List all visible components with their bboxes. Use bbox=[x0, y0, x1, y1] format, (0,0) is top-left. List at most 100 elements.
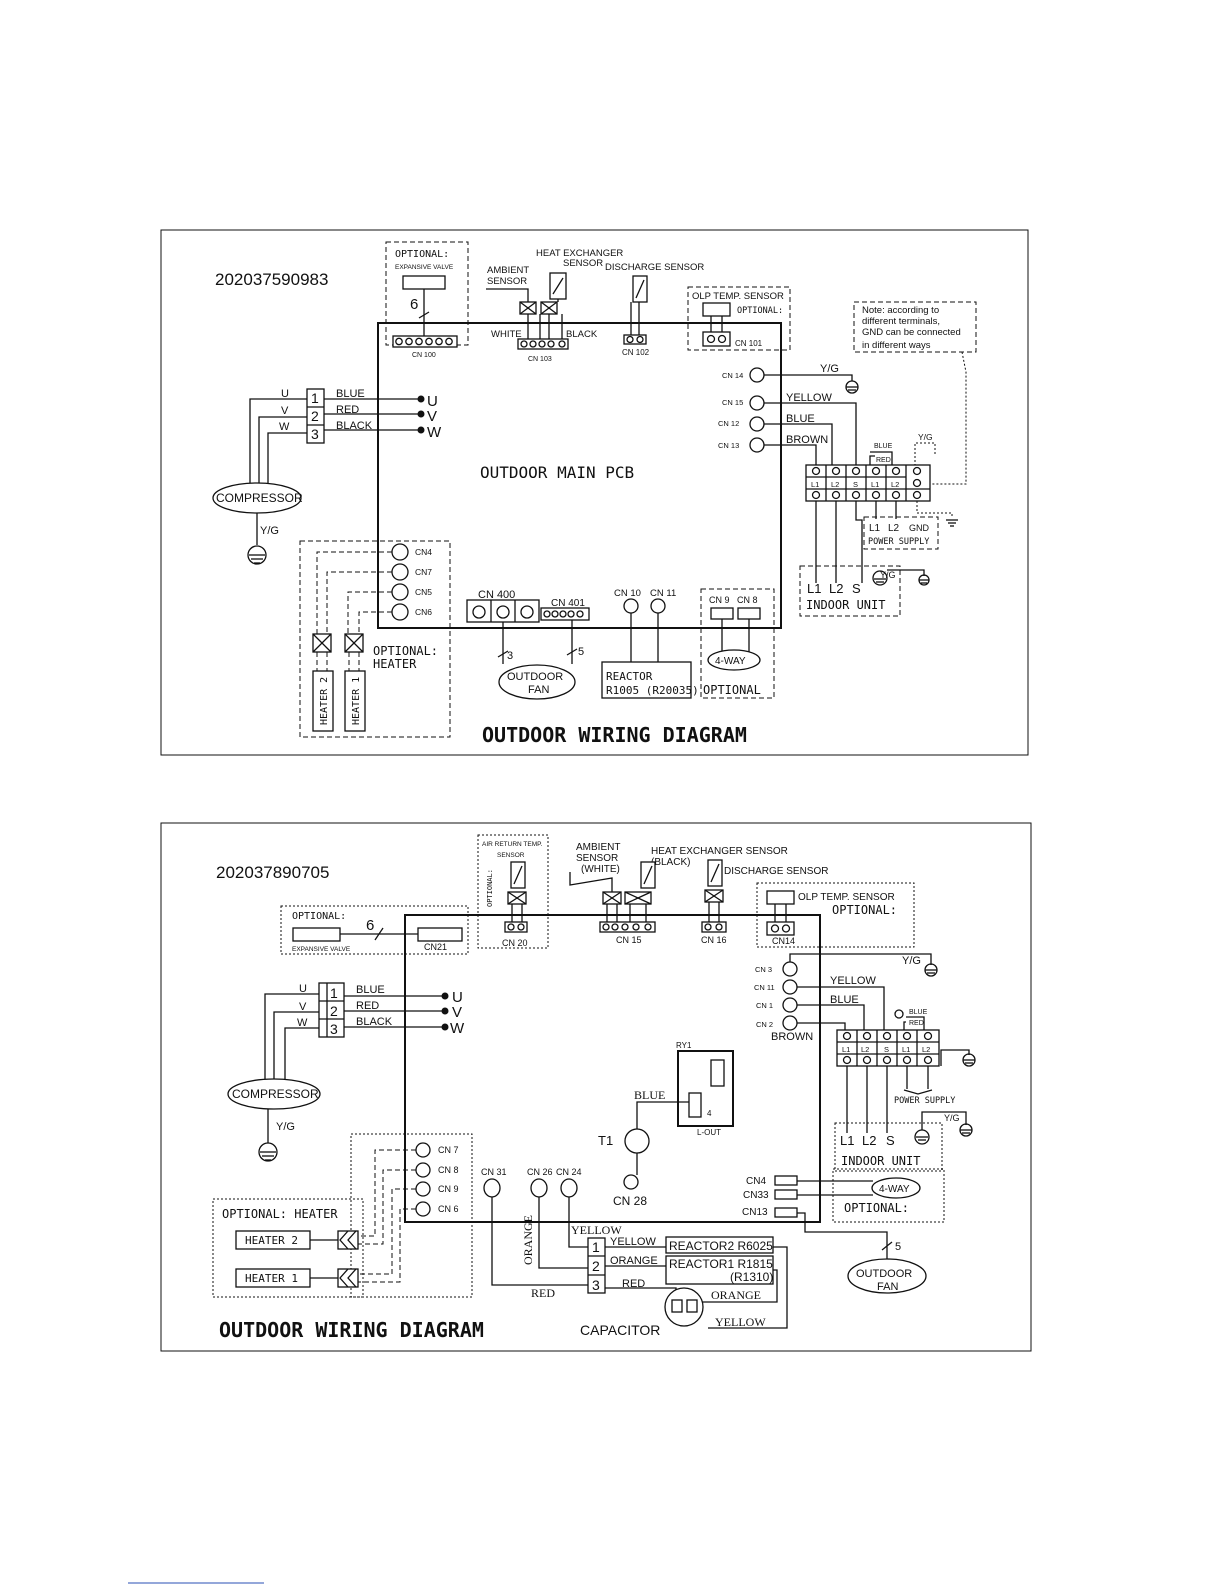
wire-3-label: 3 bbox=[507, 650, 513, 662]
yellow-label-1: YELLOW bbox=[571, 1223, 622, 1237]
cn100-label: CN 100 bbox=[412, 352, 436, 359]
note-line-1: Note: according to bbox=[862, 305, 939, 316]
indoor-unit-label-2: INDOOR UNIT bbox=[841, 1154, 920, 1168]
cn9-label: CN 9 bbox=[709, 595, 730, 605]
olp-optional-box bbox=[687, 286, 791, 351]
heater-1-connector bbox=[344, 633, 364, 653]
ambient-sensor-label-1: AMBIENT bbox=[487, 265, 529, 276]
cn31-label: CN 31 bbox=[481, 1167, 507, 1177]
ground-icon-3 bbox=[918, 574, 930, 586]
orange-label-3: ORANGE bbox=[711, 1288, 761, 1302]
optional-heater-label-2: HEATER bbox=[373, 657, 417, 671]
red-small-label-2: RED bbox=[909, 1020, 924, 1027]
reactor2 bbox=[665, 1236, 774, 1254]
note-line-2: different terminals, bbox=[862, 316, 940, 327]
heater-2-label-2: HEATER 2 bbox=[245, 1234, 298, 1247]
cn13-connector bbox=[774, 1207, 798, 1218]
terminal-screws-2 bbox=[842, 1031, 933, 1065]
expansive-valve bbox=[402, 275, 446, 290]
cn33-connector bbox=[774, 1189, 798, 1200]
diagram-2-frame bbox=[160, 822, 1032, 1352]
ground-icon-6 bbox=[959, 1123, 973, 1137]
terminal-2: 2 bbox=[311, 408, 319, 424]
cn6-label: CN6 bbox=[415, 607, 432, 617]
lout-label: L-OUT bbox=[697, 1128, 721, 1137]
yellow-wire-label-2: YELLOW bbox=[830, 975, 876, 987]
cn14-label: CN14 bbox=[772, 936, 795, 946]
ground-icon-5 bbox=[962, 1053, 976, 1067]
reactor1-label-1: REACTOR1 R1815 bbox=[669, 1257, 773, 1271]
orange-label-vertical: ORANGE bbox=[521, 1215, 535, 1265]
phase-u-label: U bbox=[281, 388, 289, 400]
cn26-terminal bbox=[530, 1178, 548, 1198]
cn26-label: CN 26 bbox=[527, 1167, 553, 1177]
black-label: BLACK bbox=[566, 329, 598, 340]
pcb-u-label: U bbox=[427, 393, 438, 410]
cn15-label: CN 15 bbox=[722, 398, 743, 407]
diagram-1-title: OUTDOOR WIRING DIAGRAM bbox=[482, 723, 747, 747]
fourway-optional-box bbox=[700, 588, 775, 699]
cn11-label: CN 11 bbox=[650, 588, 676, 599]
outdoor-fan-label-1-2: OUTDOOR bbox=[856, 1268, 912, 1280]
cn4-connector bbox=[774, 1175, 798, 1186]
block-l1: L1 bbox=[811, 480, 819, 489]
indoor-ground-icon-2 bbox=[914, 1129, 930, 1145]
terminal-3: 3 bbox=[311, 426, 319, 442]
relay-ry1 bbox=[677, 1050, 734, 1127]
cn103-label: CN 103 bbox=[528, 356, 552, 363]
yellow-label-2: YELLOW bbox=[610, 1236, 656, 1248]
power-supply-label-2: POWER SUPPLY bbox=[894, 1096, 955, 1106]
heater-optional-box-2 bbox=[350, 1133, 473, 1298]
indoor-yg-label: Y/G bbox=[880, 570, 896, 580]
power-gnd: GND bbox=[909, 523, 930, 533]
heater-1-label-2: HEATER 1 bbox=[245, 1272, 298, 1285]
indoor-unit-box bbox=[799, 565, 901, 617]
black-wire-label-d2: BLACK bbox=[356, 1016, 393, 1028]
cap-terminal-1: 1 bbox=[592, 1239, 600, 1255]
reactor1 bbox=[665, 1255, 774, 1285]
cn1-label: CN 1 bbox=[756, 1001, 773, 1010]
heat-exchanger-label-1: HEAT EXCHANGER SENSOR bbox=[651, 846, 788, 857]
heat-exchanger-sensor-label-2: SENSOR bbox=[563, 258, 603, 269]
heater-2-label: HEATER 2 bbox=[319, 677, 330, 725]
cn28-label: CN 28 bbox=[613, 1194, 647, 1208]
heat-exchanger-sensor-label-1: HEAT EXCHANGER bbox=[536, 248, 623, 259]
cap-terminal-2: 2 bbox=[592, 1258, 600, 1274]
ambient-sensor-lead bbox=[486, 288, 529, 302]
expansive-valve-2 bbox=[292, 927, 341, 942]
diagram-2: 202037890705 AIR RETURN TEMP. SENSOR OPT… bbox=[160, 822, 1032, 1352]
t1-terminal bbox=[624, 1128, 650, 1154]
reactor1-label-2: (R1310) bbox=[730, 1270, 773, 1284]
relay-coil bbox=[710, 1059, 725, 1087]
expansive-valve-label-2: EXPANSIVE VALVE bbox=[292, 946, 351, 953]
outdoor-main-pcb-2 bbox=[404, 914, 821, 1223]
indoor-s: S bbox=[852, 581, 861, 596]
fourway-valve-2 bbox=[871, 1177, 921, 1199]
diagram-1: 202037590983 OUTDOOR MAIN PCB OPTIONAL: … bbox=[160, 229, 1029, 756]
blue-small-label-2: BLUE bbox=[909, 1009, 928, 1016]
red-wire-label-d2: RED bbox=[356, 1000, 379, 1012]
cn102-label: CN 102 bbox=[622, 348, 650, 357]
ambient-label-2: SENSOR bbox=[576, 853, 618, 864]
cn4-label-2: CN4 bbox=[746, 1176, 766, 1187]
fourway-valve bbox=[707, 649, 761, 671]
heater-optional-box bbox=[299, 540, 451, 738]
cn7-label: CN7 bbox=[415, 567, 432, 577]
cn4-label: CN4 bbox=[415, 547, 432, 557]
optional-vertical-label: OPTIONAL: bbox=[486, 869, 494, 907]
compressor-ground-icon bbox=[247, 545, 267, 565]
wire-count-2: 6 bbox=[366, 917, 374, 934]
indoor-ground-icon bbox=[872, 570, 888, 586]
cn13-label-2: CN13 bbox=[742, 1207, 768, 1218]
yg-wire-label: Y/G bbox=[820, 363, 839, 375]
expansive-valve-label: EXPANSIVE VALVE bbox=[395, 264, 454, 271]
indoor-s-2: S bbox=[886, 1133, 895, 1148]
block2-l2b: L2 bbox=[922, 1045, 930, 1054]
compressor-ground-icon-2 bbox=[258, 1142, 278, 1162]
sensor-connectors-cn103 bbox=[517, 299, 569, 350]
cn31-terminal bbox=[483, 1178, 501, 1198]
cn2-label: CN 2 bbox=[756, 1020, 773, 1029]
cn8-label-2: CN 8 bbox=[438, 1165, 459, 1175]
heater-1-connector-2 bbox=[337, 1268, 359, 1288]
cn100-connector bbox=[392, 335, 458, 348]
